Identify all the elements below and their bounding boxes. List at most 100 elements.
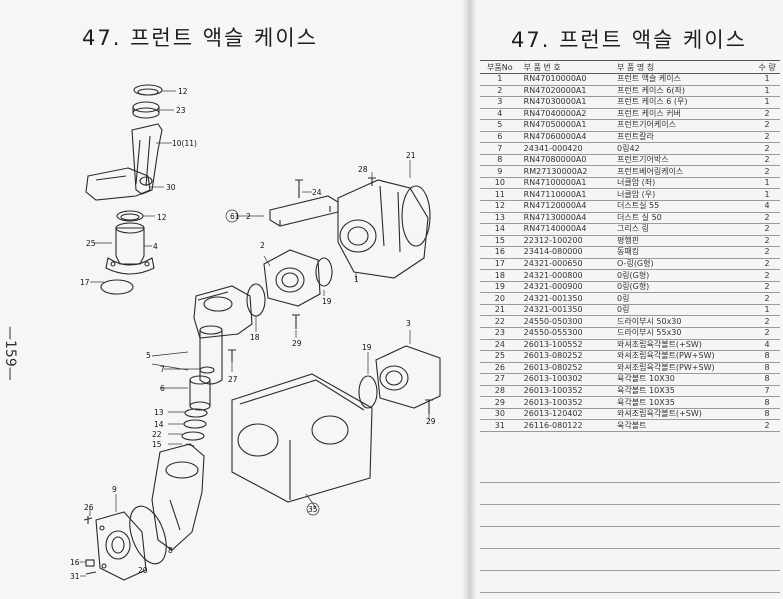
cell-part-name: 0링 (615, 304, 755, 317)
cell-quantity: 2 (754, 246, 780, 259)
cell-part-no: 6 (480, 131, 520, 144)
cell-part-name: 육각볼트 10X30 (615, 373, 755, 386)
transmission-case-35 (231, 373, 373, 503)
cell-part-name: 프런트 케이스 커버 (615, 108, 755, 121)
cell-part-name: 육각볼트 10X35 (615, 396, 755, 409)
cell-quantity: 2 (754, 235, 780, 248)
bolt-31 (85, 571, 97, 575)
cell-part-code: RM27130000A2 (519, 165, 616, 178)
cell-part-no: 5 (480, 119, 520, 132)
cell-quantity: 2 (754, 315, 780, 329)
o-ring-19-right (358, 375, 378, 409)
front-gear-box-8 (151, 443, 205, 551)
cell-quantity: 2 (754, 108, 780, 121)
seal-ring-12-top (133, 84, 163, 96)
cell-part-no: 22 (480, 315, 520, 329)
left-page (0, 0, 468, 599)
header-part-no: 부품No (480, 60, 520, 74)
callout-number: 8 (168, 546, 173, 555)
cell-part-code: 24321-000650 (519, 258, 616, 271)
blank-line (480, 571, 780, 593)
blank-ruled-lines (480, 461, 780, 593)
cell-part-no: 16 (480, 246, 520, 259)
cell-part-no: 18 (480, 269, 520, 282)
cell-quantity: 4 (754, 339, 780, 352)
cell-part-no: 9 (480, 165, 520, 178)
cell-quantity: 1 (754, 85, 780, 98)
diagram-callouts: 12 23 10(11) 30 24 28 21 12 25 4 61 2 2 … (70, 87, 436, 581)
cell-part-name: 드라이부시 55x30 (615, 327, 755, 340)
cell-part-name: 육각볼트 (615, 419, 755, 432)
table-header-row: 부품No 부 품 번 호 부 품 명 칭 수 량 (480, 60, 780, 74)
cell-part-code: 26013-100352 (519, 385, 616, 398)
cell-part-no: 14 (480, 223, 520, 236)
cell-part-no: 1 (480, 73, 520, 86)
callout-number: 27 (228, 375, 238, 384)
callout-number: 14 (154, 420, 164, 429)
o-ring-21 (401, 185, 431, 247)
cell-part-name: 더스트실 55 (615, 200, 755, 213)
cell-quantity: 2 (754, 142, 780, 155)
cell-part-code: 26013-080252 (519, 350, 616, 363)
bracket-2 (269, 195, 339, 227)
callout-number: 15 (152, 440, 162, 449)
cell-part-no: 17 (480, 258, 520, 271)
header-part-code: 부 품 번 호 (519, 60, 616, 74)
callout-number: 25 (86, 239, 96, 248)
o-ring-19-left (315, 257, 333, 287)
cell-part-name: 더스트 실 50 (615, 212, 755, 225)
bolt-26 (83, 516, 93, 524)
cell-part-name: 드라이부시 50x30 (615, 315, 755, 329)
cell-part-code: 24341-000420 (519, 142, 616, 155)
cell-part-name: 프런트칼라 (615, 131, 755, 144)
cell-quantity: 8 (754, 350, 780, 363)
bolt-29-left (292, 314, 300, 329)
cell-quantity: 2 (754, 292, 780, 305)
bolt-27 (228, 349, 236, 362)
callout-number: 61 (230, 212, 240, 221)
cell-part-no: 20 (480, 292, 520, 305)
cell-part-name: 육각볼트 10X35 (615, 385, 755, 398)
bearing-case-9 (95, 511, 147, 581)
cell-quantity: 2 (754, 269, 780, 282)
callout-number: 17 (80, 278, 90, 287)
callout-number: 26 (84, 503, 94, 512)
cell-part-name: 와셔조립육각볼트(PW+SW) (615, 362, 755, 375)
cell-part-name: 0링(G형) (615, 281, 755, 294)
callout-number: 23 (176, 106, 186, 115)
cell-quantity: 8 (754, 362, 780, 375)
cell-part-code: RN47050000A1 (519, 119, 616, 132)
cell-part-no: 19 (480, 281, 520, 294)
bolt-24 (295, 179, 303, 198)
cell-quantity: 1 (754, 96, 780, 109)
cell-part-name: 0링 (615, 292, 755, 305)
callout-number: 18 (250, 333, 260, 342)
cell-quantity: 2 (754, 281, 780, 294)
cell-part-code: 26116-080122 (519, 419, 616, 432)
cell-part-no: 4 (480, 108, 520, 121)
bushing-22 (181, 431, 205, 441)
callout-number: 4 (153, 242, 158, 251)
cell-part-code: RN47110000A1 (519, 188, 616, 201)
callout-number: 12 (178, 87, 188, 96)
cell-part-no: 2 (480, 85, 520, 98)
callout-number: 22 (152, 430, 162, 439)
cell-part-code: RN47100000A1 (519, 177, 616, 190)
cell-part-no: 10 (480, 177, 520, 190)
cell-quantity: 2 (754, 212, 780, 225)
front-case-right-3 (375, 345, 441, 409)
cell-part-code: RN47130000A4 (519, 212, 616, 225)
cell-part-code: 26013-120402 (519, 408, 616, 421)
cell-part-no: 8 (480, 154, 520, 167)
cell-part-code: 24321-001350 (519, 304, 616, 317)
